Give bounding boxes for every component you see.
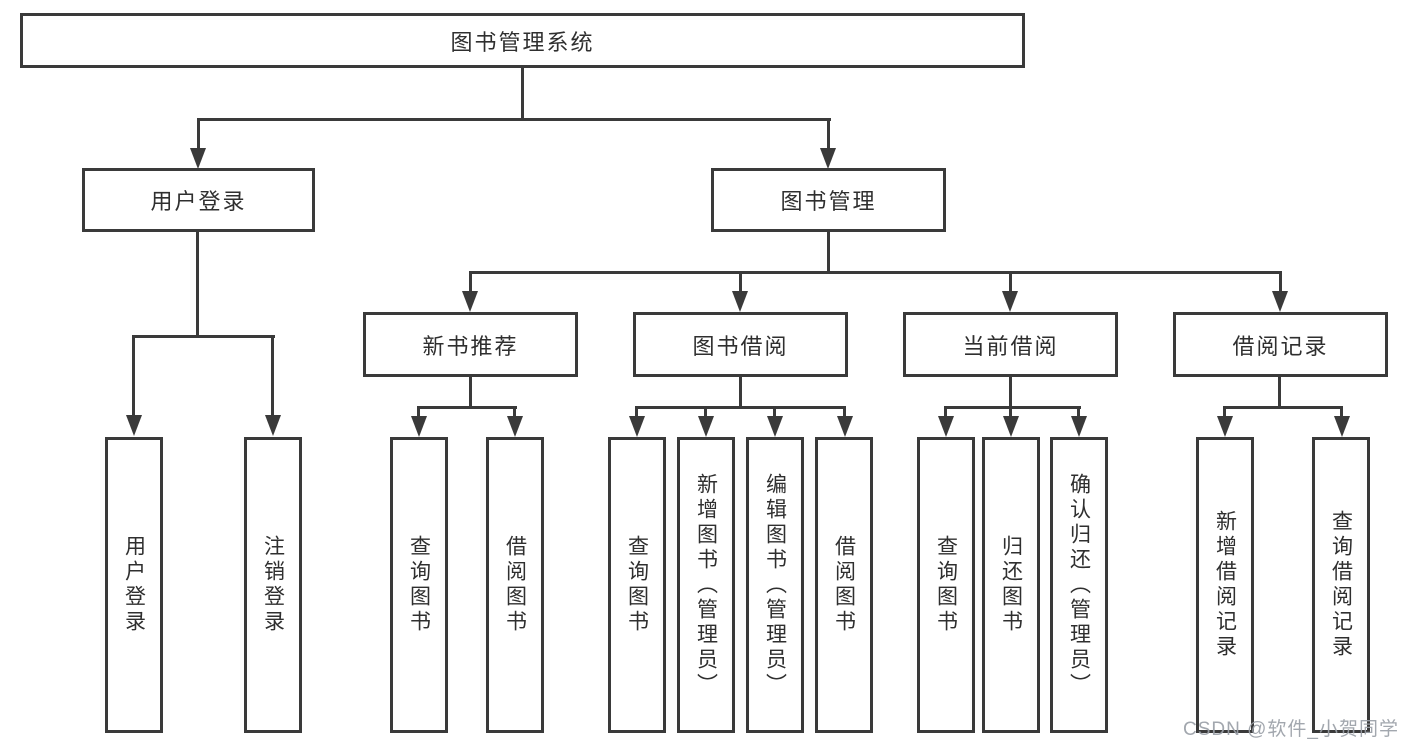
node-label: 当前借阅 [962, 333, 1059, 359]
leaf-label: 用户登录 [122, 535, 146, 635]
arrowhead-down-icon [820, 148, 836, 169]
node-current-borrow: 当前借阅 [903, 312, 1118, 377]
connector-line [944, 406, 1081, 409]
leaf-label: 查询借阅记录 [1329, 510, 1353, 660]
arrowhead-down-icon [698, 416, 714, 437]
arrowhead-down-icon [126, 415, 142, 436]
leaf-query-book: 查询图书 [608, 437, 666, 733]
connector-line [827, 121, 830, 150]
connector-line [1077, 409, 1080, 417]
leaf-query-borrow-record: 查询借阅记录 [1312, 437, 1370, 733]
arrowhead-down-icon [507, 416, 523, 437]
arrowhead-down-icon [1217, 416, 1233, 437]
connector-line [417, 406, 517, 409]
arrowhead-down-icon [767, 416, 783, 437]
node-label: 用户登录 [150, 189, 247, 214]
node-label: 图书管理系统 [450, 29, 595, 55]
leaf-label: 归还图书 [999, 535, 1023, 635]
node-label: 新书推荐 [422, 333, 519, 359]
arrowhead-down-icon [1003, 416, 1019, 437]
arrowhead-down-icon [190, 148, 206, 169]
node-label: 借阅记录 [1232, 333, 1329, 359]
connector-line [132, 338, 135, 416]
node-book-management: 图书管理 [711, 168, 946, 232]
leaf-label: 编辑图书（管理员） [763, 472, 787, 698]
arrowhead-down-icon [1071, 416, 1087, 437]
node-library-management-system: 图书管理系统 [20, 13, 1025, 68]
arrowhead-down-icon [732, 291, 748, 312]
leaf-borrow-book: 借阅图书 [815, 437, 873, 733]
node-label: 图书借阅 [692, 333, 789, 359]
connector-line [739, 377, 742, 409]
leaf-label: 查询图书 [934, 535, 958, 635]
connector-line [1278, 377, 1281, 409]
connector-line [635, 406, 846, 409]
connector-line [773, 409, 776, 417]
connector-line [635, 409, 638, 417]
connector-line [469, 271, 1282, 274]
connector-line [1223, 409, 1226, 417]
connector-line [271, 338, 274, 416]
csdn-watermark: CSDN @软件_小贺同学 [1183, 719, 1399, 740]
arrowhead-down-icon [265, 415, 281, 436]
connector-line [513, 409, 516, 417]
leaf-add-borrow-record: 新增借阅记录 [1196, 437, 1254, 733]
arrowhead-down-icon [837, 416, 853, 437]
arrowhead-down-icon [629, 416, 645, 437]
connector-line [132, 335, 275, 338]
leaf-label: 借阅图书 [832, 535, 856, 635]
connector-line [197, 121, 200, 150]
connector-line [1009, 409, 1012, 417]
arrowhead-down-icon [1002, 291, 1018, 312]
arrowhead-down-icon [938, 416, 954, 437]
leaf-return-book: 归还图书 [982, 437, 1040, 733]
connector-line [944, 409, 947, 417]
leaf-logout: 注销登录 [244, 437, 302, 733]
leaf-user-login: 用户登录 [105, 437, 163, 733]
leaf-label: 新增借阅记录 [1213, 510, 1237, 660]
connector-line [843, 409, 846, 417]
connector-line [827, 232, 830, 274]
leaf-label: 注销登录 [261, 535, 285, 635]
arrowhead-down-icon [1272, 291, 1288, 312]
node-borrow-record: 借阅记录 [1173, 312, 1388, 377]
arrowhead-down-icon [462, 291, 478, 312]
node-book-borrow: 图书借阅 [633, 312, 848, 377]
leaf-label: 借阅图书 [503, 535, 527, 635]
leaf-borrow-book: 借阅图书 [486, 437, 544, 733]
connector-line [1223, 406, 1343, 409]
connector-line [196, 232, 199, 338]
leaf-edit-book-admin: 编辑图书（管理员） [746, 437, 804, 733]
arrowhead-down-icon [411, 416, 427, 437]
connector-line [1009, 377, 1012, 409]
connector-line [1340, 409, 1343, 417]
leaf-confirm-return-admin: 确认归还（管理员） [1050, 437, 1108, 733]
node-user-login: 用户登录 [82, 168, 315, 232]
leaf-label: 查询图书 [407, 535, 431, 635]
arrowhead-down-icon [1334, 416, 1350, 437]
connector-line [521, 68, 524, 121]
connector-line [739, 274, 742, 292]
connector-line [1009, 274, 1012, 292]
connector-line [197, 118, 831, 121]
leaf-add-book-admin: 新增图书（管理员） [677, 437, 735, 733]
connector-line [469, 274, 472, 292]
leaf-query-book: 查询图书 [390, 437, 448, 733]
connector-line [417, 409, 420, 417]
leaf-label: 确认归还（管理员） [1067, 472, 1091, 698]
leaf-query-book: 查询图书 [917, 437, 975, 733]
connector-line [469, 377, 472, 409]
node-label: 图书管理 [780, 189, 877, 214]
leaf-label: 查询图书 [625, 535, 649, 635]
node-new-book-recommend: 新书推荐 [363, 312, 578, 377]
connector-line [704, 409, 707, 417]
connector-line [1279, 274, 1282, 292]
leaf-label: 新增图书（管理员） [694, 472, 718, 698]
